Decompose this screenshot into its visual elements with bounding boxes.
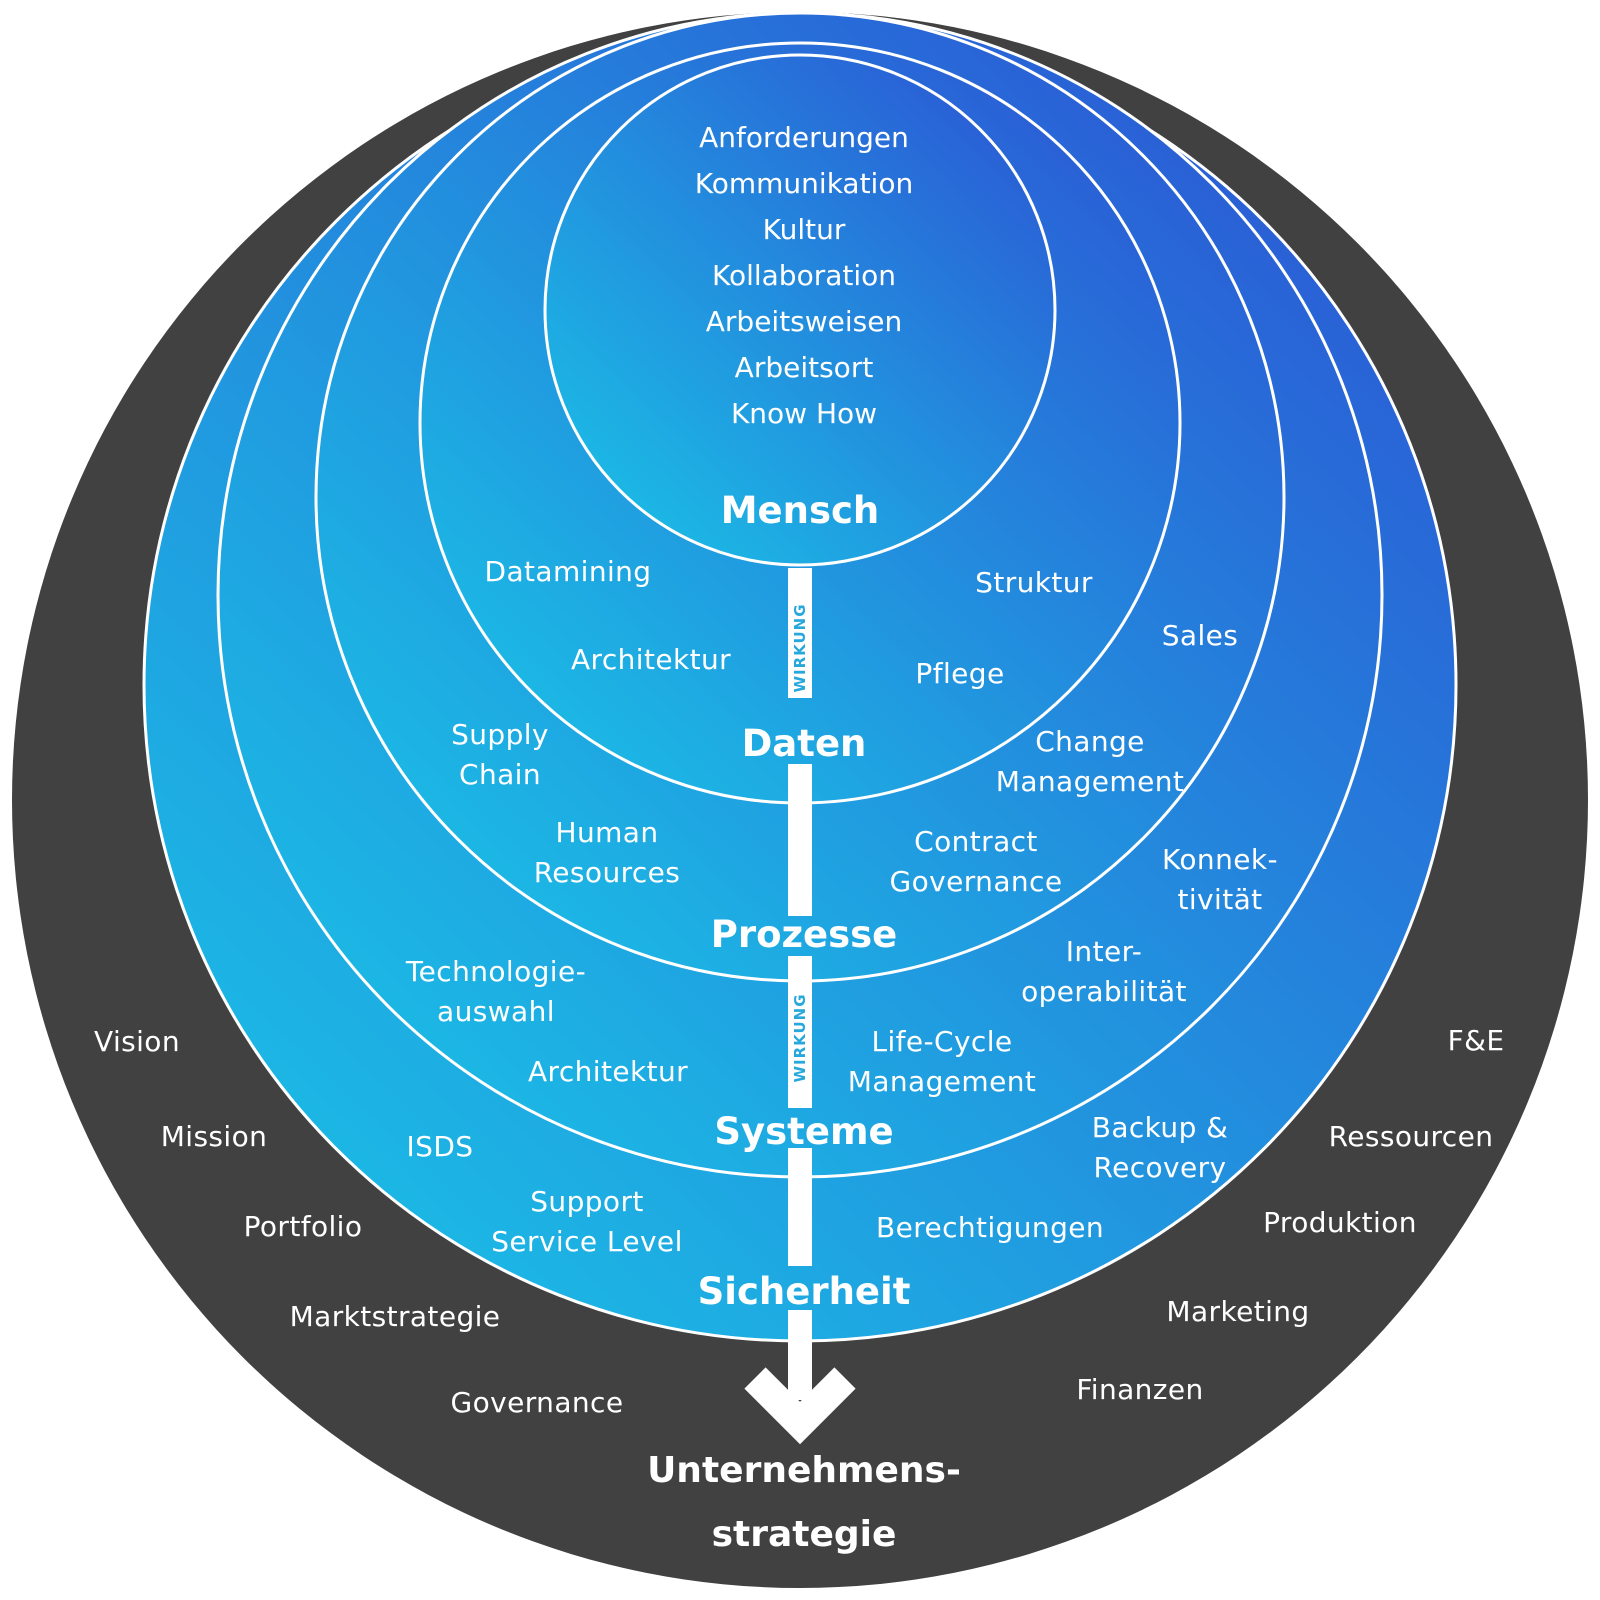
mensch-title: Mensch xyxy=(720,489,880,532)
prozesse-item: Human Resources xyxy=(533,816,681,889)
strategy-item: Ressourcen xyxy=(1328,1120,1494,1153)
systeme-item: Inter- operabilität xyxy=(1021,935,1187,1008)
strategy-item: Marktstrategie xyxy=(289,1300,501,1333)
wirkung-arrow xyxy=(744,568,856,1445)
arrow-segment xyxy=(788,764,812,916)
systeme-item: Life-Cycle Management xyxy=(847,1025,1037,1098)
mensch-item: Kollaboration xyxy=(711,259,897,292)
systeme-title: Systeme xyxy=(714,1110,894,1153)
strategy-item: F&E xyxy=(1447,1024,1505,1057)
strategy-item: Governance xyxy=(450,1386,624,1419)
mensch-item: Know How xyxy=(730,397,878,430)
wirkung-label: WIRKUNG xyxy=(791,603,809,693)
arrow-segment xyxy=(788,1148,812,1266)
mensch-item: Kultur xyxy=(762,213,846,246)
daten-item: Datamining xyxy=(484,555,652,588)
sicherheit-item: Support Service Level xyxy=(491,1185,683,1258)
prozesse-item: Sales xyxy=(1161,619,1239,652)
strategy-item: Produktion xyxy=(1263,1206,1417,1239)
arrow-down-icon xyxy=(744,1367,856,1445)
strategy-item: Vision xyxy=(94,1025,180,1058)
arrow-segment xyxy=(788,1310,812,1400)
strategy-item: Marketing xyxy=(1166,1295,1310,1328)
daten-item: Architektur xyxy=(570,643,732,676)
prozesse-item: Contract Governance xyxy=(889,825,1063,898)
mensch-items: Anforderungen Kommunikation Kultur Kolla… xyxy=(695,115,913,437)
wirkung-label: WIRKUNG xyxy=(791,993,809,1083)
sicherheit-item: ISDS xyxy=(406,1130,474,1163)
ring-mensch xyxy=(543,53,1057,567)
arrow-segment xyxy=(788,568,812,698)
prozesse-item: Supply Chain xyxy=(451,718,549,791)
strategy-item: Portfolio xyxy=(243,1210,363,1243)
mensch-item: Arbeitsort xyxy=(734,351,874,384)
prozesse-title: Prozesse xyxy=(710,913,898,956)
mensch-item: Anforderungen xyxy=(699,121,909,154)
daten-title: Daten xyxy=(741,722,867,765)
arrow-segment xyxy=(788,956,812,1108)
systeme-item: Technologie- auswahl xyxy=(405,955,587,1028)
sicherheit-title: Sicherheit xyxy=(697,1270,911,1313)
strategy-item: Finanzen xyxy=(1076,1373,1204,1406)
sicherheit-item: Berechtigungen xyxy=(875,1211,1105,1244)
prozesse-item: Konnek- tivität xyxy=(1162,843,1278,916)
sicherheit-item: Backup & Recovery xyxy=(1091,1111,1229,1184)
daten-item: Struktur xyxy=(975,566,1093,599)
systeme-item: Architektur xyxy=(527,1055,689,1088)
strategy-title: Unternehmens- strategie xyxy=(647,1450,961,1555)
prozesse-item: Change Management xyxy=(995,725,1185,798)
mensch-item: Kommunikation xyxy=(694,167,914,200)
mensch-item: Arbeitsweisen xyxy=(705,305,903,338)
strategy-item: Mission xyxy=(160,1120,268,1153)
daten-item: Pflege xyxy=(915,657,1005,690)
